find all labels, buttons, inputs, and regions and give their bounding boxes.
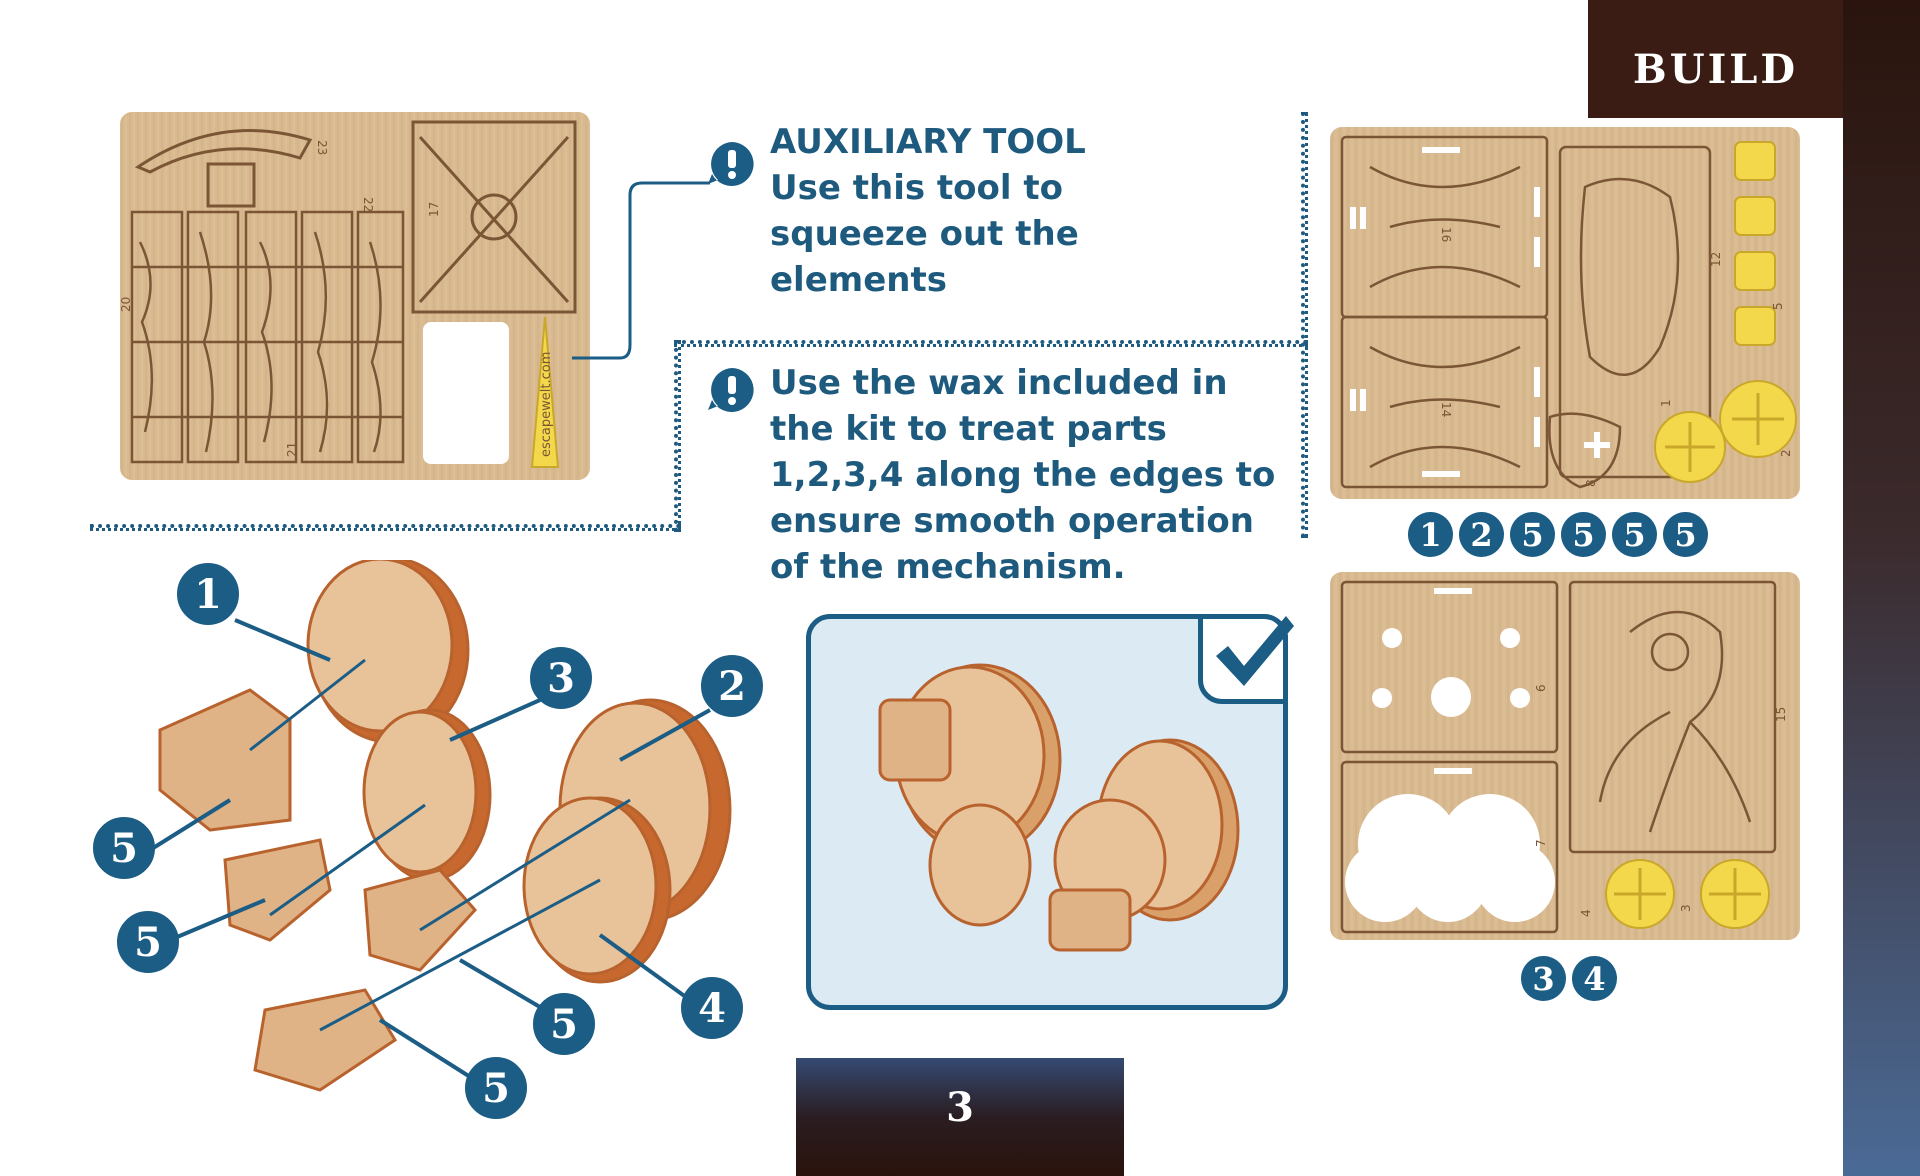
page-number: 3: [946, 1084, 974, 1131]
svg-text:14: 14: [1439, 402, 1453, 417]
sheet-a-part-list: 1 2 5 5 5 5: [1408, 512, 1708, 557]
tool-sheet: escapewelt.com 23 20 22 17 21: [120, 112, 590, 480]
check-box: [1198, 614, 1288, 704]
part-callout: 1: [172, 558, 244, 630]
part-callout: 2: [696, 650, 768, 722]
part-badge: 5: [1510, 512, 1555, 557]
part-badge: 3: [1521, 956, 1566, 1001]
svg-text:5: 5: [1771, 302, 1785, 310]
dotted-divider: [674, 340, 681, 532]
brand-text: escapewelt.com: [539, 352, 554, 457]
checkmark-icon: [1216, 616, 1294, 686]
dotted-divider: [90, 524, 681, 531]
svg-text:6: 6: [1534, 684, 1548, 692]
part-badge: 2: [1459, 512, 1504, 557]
parts-sheet-b: 6 15 7 4 3: [1330, 572, 1800, 940]
section-tab: [1588, 0, 1843, 118]
svg-text:7: 7: [1534, 839, 1548, 847]
page-number-box: [796, 1058, 1124, 1176]
svg-text:8: 8: [1584, 479, 1598, 487]
svg-text:15: 15: [1774, 707, 1788, 722]
warning-icon: [708, 368, 754, 412]
assembled-mechanism-image: [878, 663, 1240, 952]
part-badge: 4: [1572, 956, 1617, 1001]
svg-text:16: 16: [1439, 227, 1453, 242]
part-callout: 3: [525, 642, 597, 714]
tool-note-text: Use this tool to squeeze out the element…: [770, 168, 1079, 300]
svg-text:22: 22: [361, 197, 375, 212]
part-callout: 5: [88, 812, 160, 884]
svg-text:23: 23: [315, 140, 329, 155]
svg-text:17: 17: [427, 202, 441, 217]
part-badge: 1: [1408, 512, 1453, 557]
svg-text:20: 20: [120, 297, 133, 312]
section-label: BUILD: [1632, 46, 1799, 93]
wax-note-text: Use the wax included in the kit to treat…: [770, 363, 1276, 587]
part-callout: 5: [528, 988, 600, 1060]
svg-text:4: 4: [1579, 909, 1593, 917]
svg-text:2: 2: [1779, 449, 1793, 457]
svg-text:1: 1: [1659, 399, 1673, 407]
dotted-divider: [1301, 112, 1308, 538]
part-callout: 5: [112, 906, 184, 978]
tool-connector-line: [572, 181, 710, 360]
tool-note-title: AUXILIARY TOOL: [770, 122, 1086, 162]
parts-sheet-a: 16 14 12 5 1 2 8: [1330, 127, 1800, 499]
exploded-assembly-image: [158, 560, 732, 1092]
part-callout: 4: [676, 972, 748, 1044]
part-badge: 5: [1561, 512, 1606, 557]
side-bar: [1843, 0, 1920, 1176]
svg-text:21: 21: [285, 442, 299, 457]
sheet-b-part-list: 3 4: [1521, 956, 1617, 1001]
dotted-divider: [674, 340, 1308, 347]
svg-text:3: 3: [1679, 904, 1693, 912]
part-callout: 5: [460, 1052, 532, 1124]
part-badge: 5: [1663, 512, 1708, 557]
svg-text:12: 12: [1709, 252, 1723, 267]
part-badge: 5: [1612, 512, 1657, 557]
warning-icon: [708, 142, 754, 186]
